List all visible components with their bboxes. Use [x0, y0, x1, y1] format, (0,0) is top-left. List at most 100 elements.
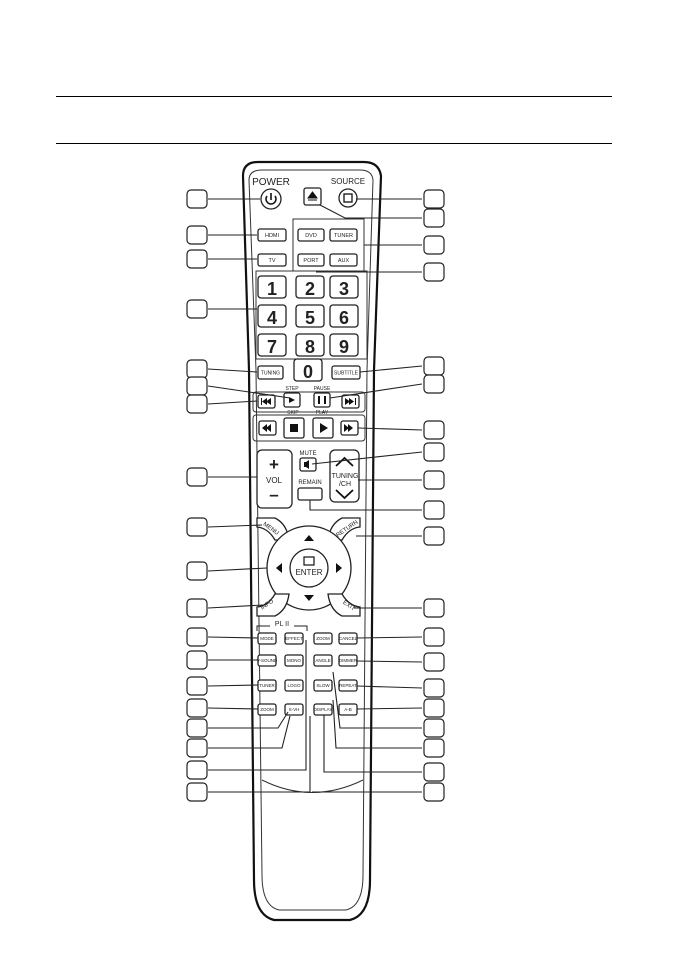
number-0-button[interactable]: [293, 358, 323, 382]
number-6-label: 6: [339, 308, 349, 328]
hdmi-button[interactable]: [257, 228, 287, 242]
left-callout-box-16: [186, 718, 208, 738]
slow-button[interactable]: [313, 679, 333, 692]
eject-icon: [307, 191, 318, 201]
right-leader-line-13: [356, 636, 423, 639]
logo-button[interactable]: [284, 679, 304, 692]
top-rule: [56, 96, 612, 97]
source-label: SOURCE: [331, 177, 365, 186]
left-callout-box-12: [186, 627, 208, 647]
tv-button[interactable]: [257, 253, 287, 267]
step-icon: [289, 397, 295, 403]
right-callout-box-3: [423, 235, 445, 255]
right-callout-box-11: [423, 526, 445, 546]
left-leader-line-14: [207, 684, 259, 687]
prologic-label: PL II: [275, 621, 289, 628]
number-2-button[interactable]: [295, 275, 325, 299]
tuning-memory-label: TUNING: [261, 370, 280, 376]
exit-button[interactable]: [327, 593, 361, 617]
info-button[interactable]: [256, 593, 290, 617]
play-icon: [320, 423, 328, 433]
dimmer-button[interactable]: [338, 654, 358, 667]
left-leader-line-17: [208, 715, 291, 749]
volume-rocker[interactable]: [256, 449, 293, 509]
right-callout-box-6: [423, 374, 445, 394]
number-5-label: 5: [305, 308, 315, 328]
number-8-label: 8: [305, 337, 315, 357]
right-callout-box-9: [423, 470, 445, 490]
step-label: STEP: [285, 386, 299, 392]
remain-label: REMAIN: [298, 480, 321, 486]
tuning-ch-rocker[interactable]: [329, 449, 360, 503]
s-vh-button[interactable]: [284, 703, 304, 716]
port-button[interactable]: [297, 253, 325, 267]
enter-icon: [303, 556, 315, 566]
number-5-button[interactable]: [295, 304, 325, 328]
subtitle-button[interactable]: [331, 365, 361, 380]
angle-button[interactable]: [313, 654, 333, 667]
number-4-button[interactable]: [257, 304, 287, 328]
tuner-button[interactable]: [329, 228, 358, 242]
enter-button[interactable]: [289, 548, 329, 588]
ffwd-icon: [344, 424, 353, 432]
repeat-button[interactable]: [338, 679, 358, 692]
source-button[interactable]: [338, 188, 358, 208]
tuner-mem-label: TUNER: [259, 683, 275, 688]
remain-button[interactable]: [297, 487, 323, 501]
up-arrow-icon[interactable]: [304, 535, 314, 541]
left-callout-box-1: [186, 189, 208, 209]
pause-button[interactable]: [313, 392, 331, 408]
dimmer-label: DIMMER: [339, 658, 358, 663]
right-leader-line-17: [332, 671, 422, 729]
left-callout-box-2: [186, 225, 208, 245]
number-9-button[interactable]: [329, 333, 359, 357]
right-leader-line-16: [356, 707, 423, 710]
right-leader-line-5: [359, 365, 423, 373]
pause-label: PAUSE: [314, 386, 331, 392]
right-leader-line-10: [309, 500, 422, 511]
tuning-sub-label: /CH: [339, 481, 351, 488]
left-callout-box-14: [186, 676, 208, 696]
left-leader-line-15: [207, 707, 259, 710]
power-label: POWER: [252, 177, 290, 188]
aux-button[interactable]: [329, 253, 358, 267]
dvd-label: DVD: [305, 233, 317, 239]
left-arrow-icon[interactable]: [276, 563, 282, 573]
number-8-button[interactable]: [295, 333, 325, 357]
s-vh-label: S-VH: [289, 707, 300, 712]
dvd-button[interactable]: [297, 228, 325, 242]
cancel-label: CANCEL: [339, 636, 358, 641]
zoom-button[interactable]: [257, 703, 277, 716]
tuning-memory-button[interactable]: [257, 365, 284, 380]
display-button[interactable]: [313, 703, 333, 716]
number-1-button[interactable]: [257, 275, 287, 299]
number-2-label: 2: [305, 279, 315, 299]
zoom-up-label: ZOOM: [316, 636, 330, 641]
effect-button[interactable]: [284, 632, 304, 645]
right-callout-box-7: [423, 420, 445, 440]
number-6-button[interactable]: [329, 304, 359, 328]
cancel-button[interactable]: [338, 632, 358, 645]
mono-button[interactable]: [284, 654, 304, 667]
number-7-button[interactable]: [257, 333, 287, 357]
number-0-label: 0: [303, 362, 313, 382]
prologic-bracket: [256, 625, 308, 631]
mono-label: MONO: [287, 658, 301, 663]
mode-button[interactable]: [257, 632, 277, 645]
right-leader-line-2: [319, 204, 422, 219]
skip-frame: [252, 391, 366, 413]
a-b-button[interactable]: [338, 703, 358, 716]
number-3-button[interactable]: [329, 275, 359, 299]
tuner-label: TUNER: [334, 233, 353, 239]
right-callout-box-15: [423, 678, 445, 698]
left-leader-line-10: [207, 567, 268, 572]
right-callout-box-16: [423, 698, 445, 718]
rewind-icon: [262, 424, 271, 432]
right-arrow-icon[interactable]: [336, 563, 342, 573]
right-leader-line-8: [311, 451, 423, 465]
effect-label: EFFECT: [285, 636, 303, 641]
down-arrow-icon[interactable]: [304, 595, 314, 601]
left-callout-box-13: [186, 650, 208, 670]
zoom-up-button[interactable]: [313, 632, 333, 645]
hdmi-label: HDMI: [265, 233, 280, 239]
